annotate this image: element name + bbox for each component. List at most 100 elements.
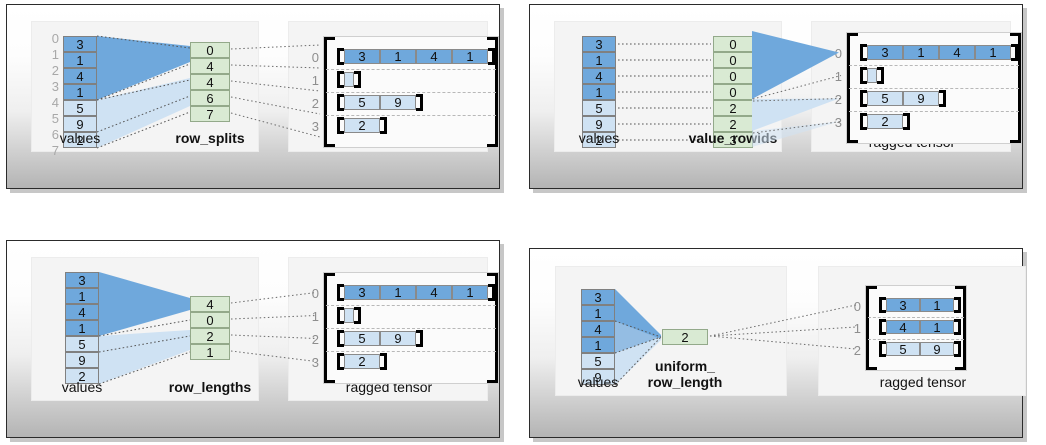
row-bracket-right bbox=[354, 71, 361, 88]
row-bracket-left bbox=[860, 67, 867, 84]
encoding-cell: 0 bbox=[190, 312, 230, 328]
row-bracket-right bbox=[488, 48, 495, 65]
row-bracket-left bbox=[337, 94, 344, 111]
ragged-cell: 3 bbox=[867, 45, 903, 60]
value-cell: 3 bbox=[581, 289, 615, 305]
row-bracket-right bbox=[380, 353, 387, 370]
encoding-caption-value-rowids: value_rowids bbox=[688, 130, 778, 146]
row-bracket-left bbox=[337, 307, 344, 324]
value-cell: 4 bbox=[581, 321, 615, 337]
value-cell: 1 bbox=[63, 84, 97, 100]
value-index-label: 1 bbox=[51, 47, 59, 62]
encoding-cell: 4 bbox=[190, 58, 230, 74]
ragged-empty-cell bbox=[344, 308, 354, 323]
ragged-empty-cell bbox=[344, 72, 354, 87]
row-separator bbox=[326, 305, 496, 306]
ragged-row-index: 0 bbox=[311, 50, 319, 65]
value-cell: 9 bbox=[65, 352, 99, 368]
encoding-cell: 0 bbox=[713, 52, 753, 68]
value-cell: 3 bbox=[65, 272, 99, 288]
encoding-caption-uniform-row-length: uniform_ row_length bbox=[647, 358, 723, 390]
ragged-cell: 1 bbox=[920, 320, 954, 334]
row-bracket-left bbox=[879, 319, 886, 335]
encoding-cell: 2 bbox=[713, 100, 753, 116]
value-cell: 2 bbox=[582, 132, 616, 148]
ragged-cell: 9 bbox=[380, 95, 416, 110]
value-cell: 3 bbox=[582, 36, 616, 52]
row-bracket-right bbox=[954, 341, 961, 357]
ragged-cell: 1 bbox=[452, 285, 488, 300]
row-bracket-right bbox=[903, 113, 910, 130]
row-bracket-right bbox=[954, 297, 961, 313]
row-bracket-left bbox=[860, 44, 867, 61]
outer-bracket-left bbox=[324, 273, 335, 383]
row-bracket-left bbox=[879, 297, 886, 313]
row-separator bbox=[868, 339, 964, 340]
ragged-row-index: 1 bbox=[311, 73, 319, 88]
encoding-column-uniform-row-length: 2 bbox=[662, 329, 708, 345]
encoding-cell: 0 bbox=[190, 42, 230, 58]
ragged-cell: 3 bbox=[344, 285, 380, 300]
ragged-cell: 4 bbox=[416, 285, 452, 300]
ragged-row-index: 0 bbox=[834, 46, 842, 61]
row-bracket-right bbox=[380, 117, 387, 134]
outer-bracket-left bbox=[324, 37, 335, 147]
row-separator bbox=[326, 328, 496, 329]
ragged-empty-cell bbox=[867, 68, 877, 83]
value-index-label: 2 bbox=[51, 63, 59, 78]
ragged-cell: 4 bbox=[416, 49, 452, 64]
row-bracket-left bbox=[860, 90, 867, 107]
row-bracket-right bbox=[354, 307, 361, 324]
value-cell: 1 bbox=[582, 84, 616, 100]
ragged-cell: 9 bbox=[380, 331, 416, 346]
encoding-cell: 4 bbox=[190, 74, 230, 90]
ragged-cell: 5 bbox=[344, 331, 380, 346]
values-caption-row-splits: values bbox=[59, 130, 101, 146]
encoding-cell: 0 bbox=[713, 84, 753, 100]
row-separator bbox=[849, 88, 1019, 89]
value-cell: 4 bbox=[65, 304, 99, 320]
ragged-caption-uniform-row-length: ragged tensor bbox=[879, 374, 967, 390]
values-caption-value-rowids: values bbox=[578, 130, 620, 146]
value-index-label: 5 bbox=[51, 111, 59, 126]
ragged-cell: 1 bbox=[380, 49, 416, 64]
row-bracket-right bbox=[416, 94, 423, 111]
value-cell: 1 bbox=[581, 305, 615, 321]
row-bracket-right bbox=[488, 284, 495, 301]
encoding-cell: 1 bbox=[190, 344, 230, 360]
value-cell: 5 bbox=[581, 353, 615, 369]
encoding-caption-row-splits: row_splits bbox=[175, 130, 245, 146]
row-separator bbox=[868, 317, 964, 318]
value-index-label: 0 bbox=[51, 31, 59, 46]
outer-bracket-left bbox=[847, 33, 858, 143]
ragged-row-index: 1 bbox=[834, 69, 842, 84]
value-cell: 9 bbox=[581, 369, 615, 385]
ragged-cell: 4 bbox=[886, 320, 920, 334]
row-bracket-right bbox=[954, 319, 961, 335]
value-index-label: 6 bbox=[51, 127, 59, 142]
outer-bracket-right bbox=[955, 286, 966, 370]
panel-row-splits: 31415920123456704467valuesrow_splitsragg… bbox=[6, 4, 500, 189]
ragged-row-index: 0 bbox=[311, 286, 319, 301]
value-cell: 4 bbox=[63, 68, 97, 84]
row-bracket-left bbox=[860, 113, 867, 130]
row-bracket-left bbox=[337, 284, 344, 301]
value-cell: 1 bbox=[581, 337, 615, 353]
value-cell: 3 bbox=[63, 36, 97, 52]
ragged-cell: 1 bbox=[903, 45, 939, 60]
ragged-cell: 3 bbox=[886, 298, 920, 312]
